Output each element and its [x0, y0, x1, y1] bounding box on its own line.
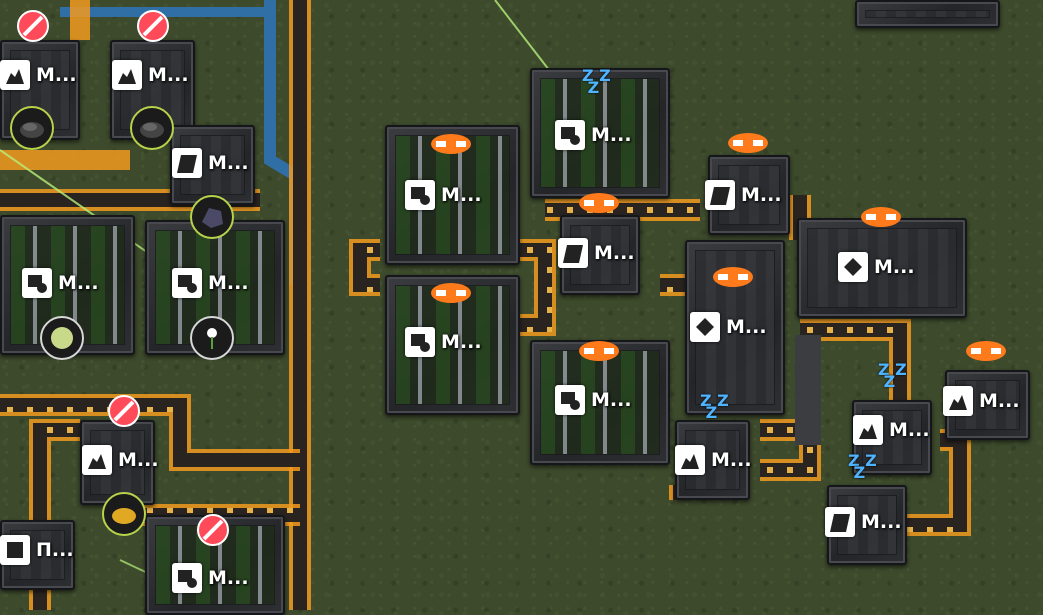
output-coal-ring [10, 106, 54, 150]
machine-tag: M... [172, 148, 249, 178]
machine-tag: M... [22, 268, 99, 298]
output-coal-ring [130, 106, 174, 150]
rocks-recipe-icon [943, 386, 973, 416]
greenhouse-recipe-icon [555, 120, 585, 150]
machine-tag: П... [0, 535, 74, 565]
crusher-recipe-icon [558, 238, 588, 268]
machine-tag: M... [172, 563, 249, 593]
no-power-icon [106, 393, 142, 429]
machine-tag: M... [675, 445, 752, 475]
crusher-recipe-icon [825, 507, 855, 537]
gear-recipe-icon [838, 252, 868, 282]
machine-left-crusher[interactable] [170, 125, 255, 205]
machine-tag: M... [555, 120, 632, 150]
output-seed-ring [40, 316, 84, 360]
disconnected-plug-icon [430, 282, 472, 304]
disconnected-plug-icon [578, 340, 620, 362]
sleep-zzz-icon: Z Z Z [848, 451, 877, 482]
greenhouse-recipe-icon [172, 268, 202, 298]
output-ore-ring [190, 195, 234, 239]
belt-left-horizontal-inner [0, 398, 300, 467]
rocks-recipe-icon [0, 60, 30, 90]
disconnected-plug-icon [727, 132, 769, 154]
machine-tag: M... [172, 268, 249, 298]
no-power-icon [195, 512, 231, 548]
crusher-recipe-icon [705, 180, 735, 210]
greenhouse-recipe-icon [22, 268, 52, 298]
machine-tag: M... [555, 385, 632, 415]
output-sulfur-ring [102, 492, 146, 536]
output-flower-ring [190, 316, 234, 360]
gear-recipe-icon [690, 312, 720, 342]
sleep-zzz-icon: Z Z Z [582, 66, 611, 97]
sleep-zzz-icon: Z Z Z [878, 360, 907, 391]
belt-left-top[interactable] [0, 0, 130, 170]
machine-tag: M... [82, 445, 159, 475]
machine-crusher-c[interactable] [827, 485, 907, 565]
disconnected-plug-icon [860, 206, 902, 228]
machine-tag: M... [943, 386, 1020, 416]
disconnected-plug-icon [430, 133, 472, 155]
machine-tag: M... [705, 180, 782, 210]
machine-tag: M... [0, 60, 77, 90]
no-power-icon [135, 8, 171, 44]
disconnected-plug-icon [578, 192, 620, 214]
greenhouse-recipe-icon [405, 180, 435, 210]
greenhouse-recipe-icon [405, 327, 435, 357]
machine-tag: M... [405, 180, 482, 210]
disconnected-plug-icon [965, 340, 1007, 362]
machine-tag: M... [558, 238, 635, 268]
machine-greenhouse-c[interactable] [530, 68, 670, 198]
machine-tag: M... [112, 60, 189, 90]
greenhouse-recipe-icon [172, 563, 202, 593]
rocks-recipe-icon [853, 415, 883, 445]
rocks-recipe-icon [112, 60, 142, 90]
crusher-recipe-icon [172, 148, 202, 178]
machine-wide-mixer[interactable] [797, 218, 967, 318]
no-power-icon [15, 8, 51, 44]
machine-tag: M... [825, 507, 902, 537]
machine-tag: M... [690, 312, 767, 342]
rocks-recipe-icon [82, 445, 112, 475]
disconnected-plug-icon [712, 266, 754, 288]
greenhouse-recipe-icon [555, 385, 585, 415]
machine-tag: M... [853, 415, 930, 445]
machine-tag: M... [838, 252, 915, 282]
machine-left-edge[interactable] [0, 520, 75, 590]
rocks-recipe-icon [675, 445, 705, 475]
sleep-zzz-icon: Z Z Z [700, 391, 729, 422]
machine-tag: M... [405, 327, 482, 357]
machine-top-right-edge[interactable] [855, 0, 1000, 28]
module-recipe-icon [0, 535, 30, 565]
